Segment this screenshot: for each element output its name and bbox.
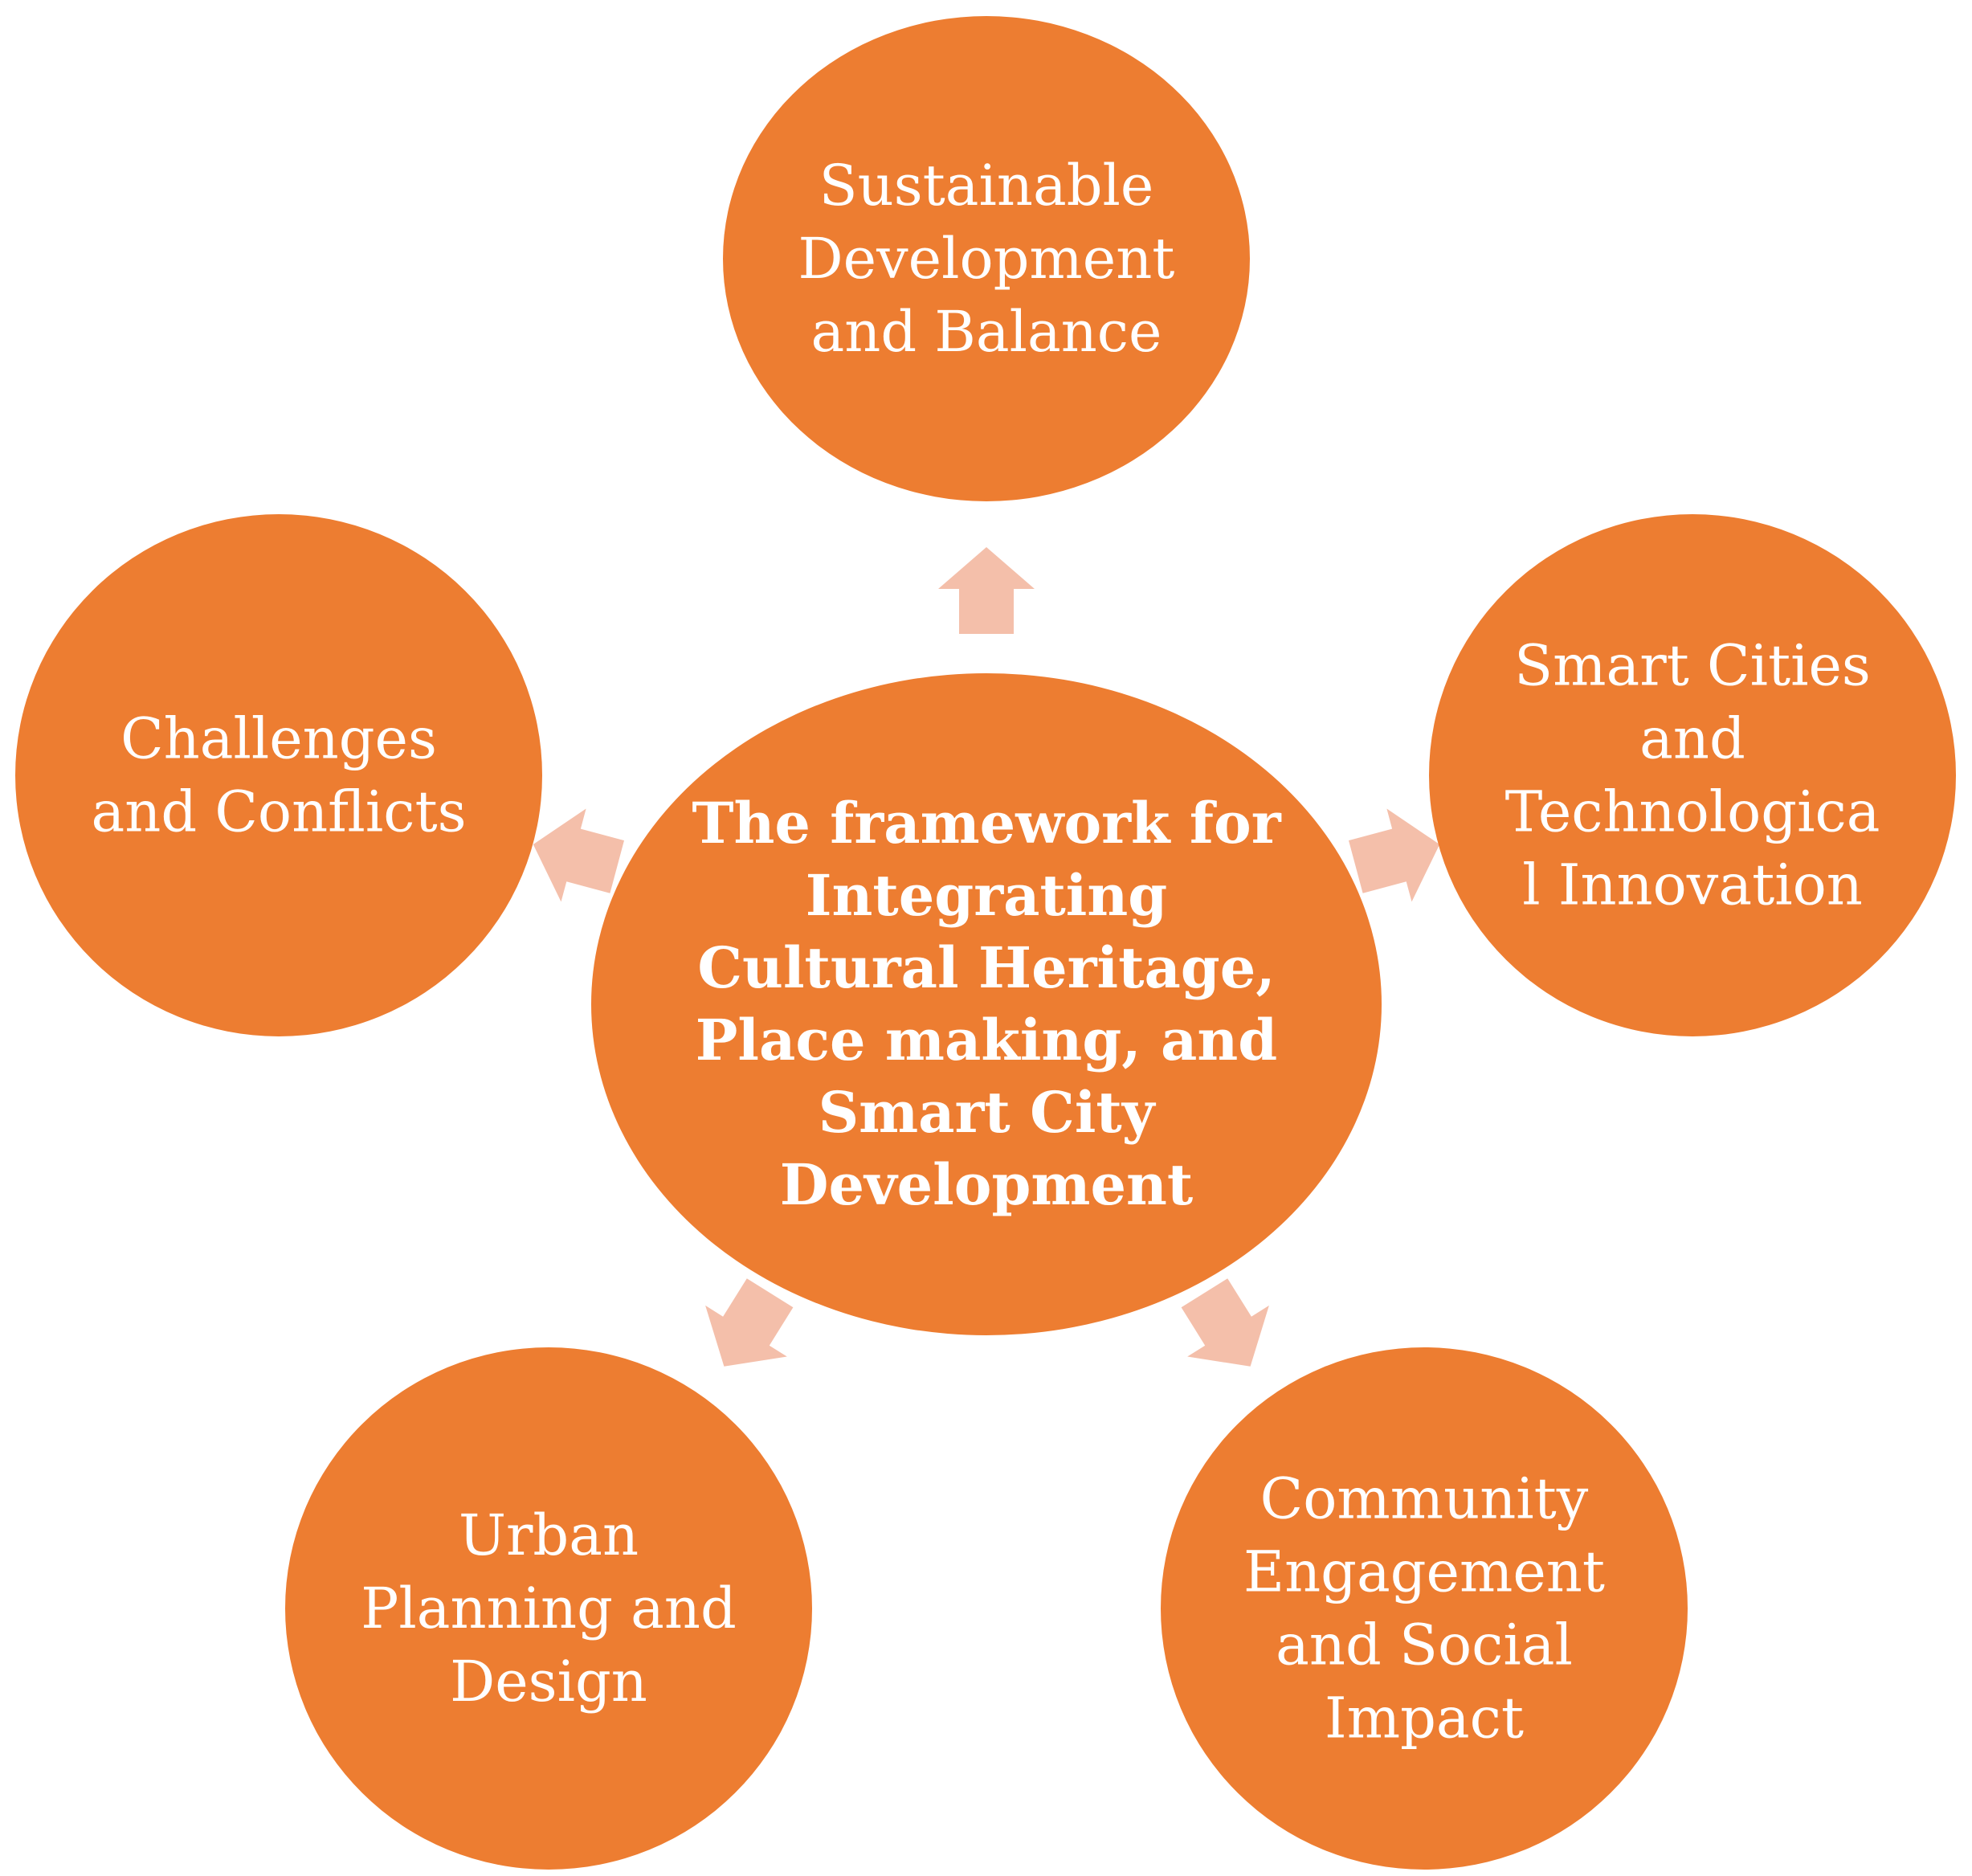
community-engagement-label-line: Community: [1260, 1466, 1589, 1532]
sustainable-development-label-line: and Balance: [811, 299, 1162, 365]
smart-cities-node: [1429, 514, 1956, 1036]
challenges-conflicts-label-line: and Conflicts: [92, 779, 467, 845]
arrow-to-community-engagement: [1181, 1278, 1269, 1367]
smart-cities-label-line: l Innovation: [1522, 852, 1863, 918]
community-engagement-label-line: Engagement: [1243, 1539, 1605, 1605]
community-engagement-label-line: Impact: [1325, 1686, 1524, 1751]
center-label-line: Cultural Heritage,: [697, 934, 1275, 1001]
center-label-line: Place making, and: [696, 1007, 1277, 1073]
smart-cities-label-line: and: [1639, 706, 1745, 772]
center-label-line: Development: [780, 1151, 1194, 1218]
urban-planning-label-line: Planning and: [361, 1576, 737, 1641]
community-engagement-label-line: and Social: [1276, 1612, 1573, 1678]
arrows-layer: [533, 547, 1440, 1367]
center-node: [591, 673, 1382, 1335]
sustainable-development-label-line: Sustainable: [819, 153, 1154, 219]
urban-planning-label-line: Design: [450, 1649, 647, 1715]
center-label-line: Integrating: [806, 862, 1167, 929]
arrow-to-challenges-conflicts: [533, 808, 624, 902]
arrow-to-sustainable-development: [938, 547, 1035, 634]
arrow-to-urban-planning: [705, 1278, 794, 1367]
urban-planning-label-line: Urban: [459, 1502, 639, 1568]
sustainable-development-node: [723, 16, 1250, 501]
center-label-line: Smart City: [819, 1079, 1157, 1146]
center-label-line: The framework for: [692, 790, 1281, 856]
challenges-conflicts-label-line: Challenges: [120, 706, 437, 772]
smart-cities-label-line: Technologica: [1505, 779, 1880, 845]
community-engagement-node: [1161, 1347, 1688, 1870]
arrow-to-smart-cities: [1349, 808, 1440, 902]
challenges-conflicts-node: [15, 514, 542, 1036]
urban-planning-node: [285, 1347, 812, 1870]
sustainable-development-label-line: Development: [798, 226, 1175, 292]
smart-cities-label-line: Smart Cities: [1514, 633, 1871, 699]
